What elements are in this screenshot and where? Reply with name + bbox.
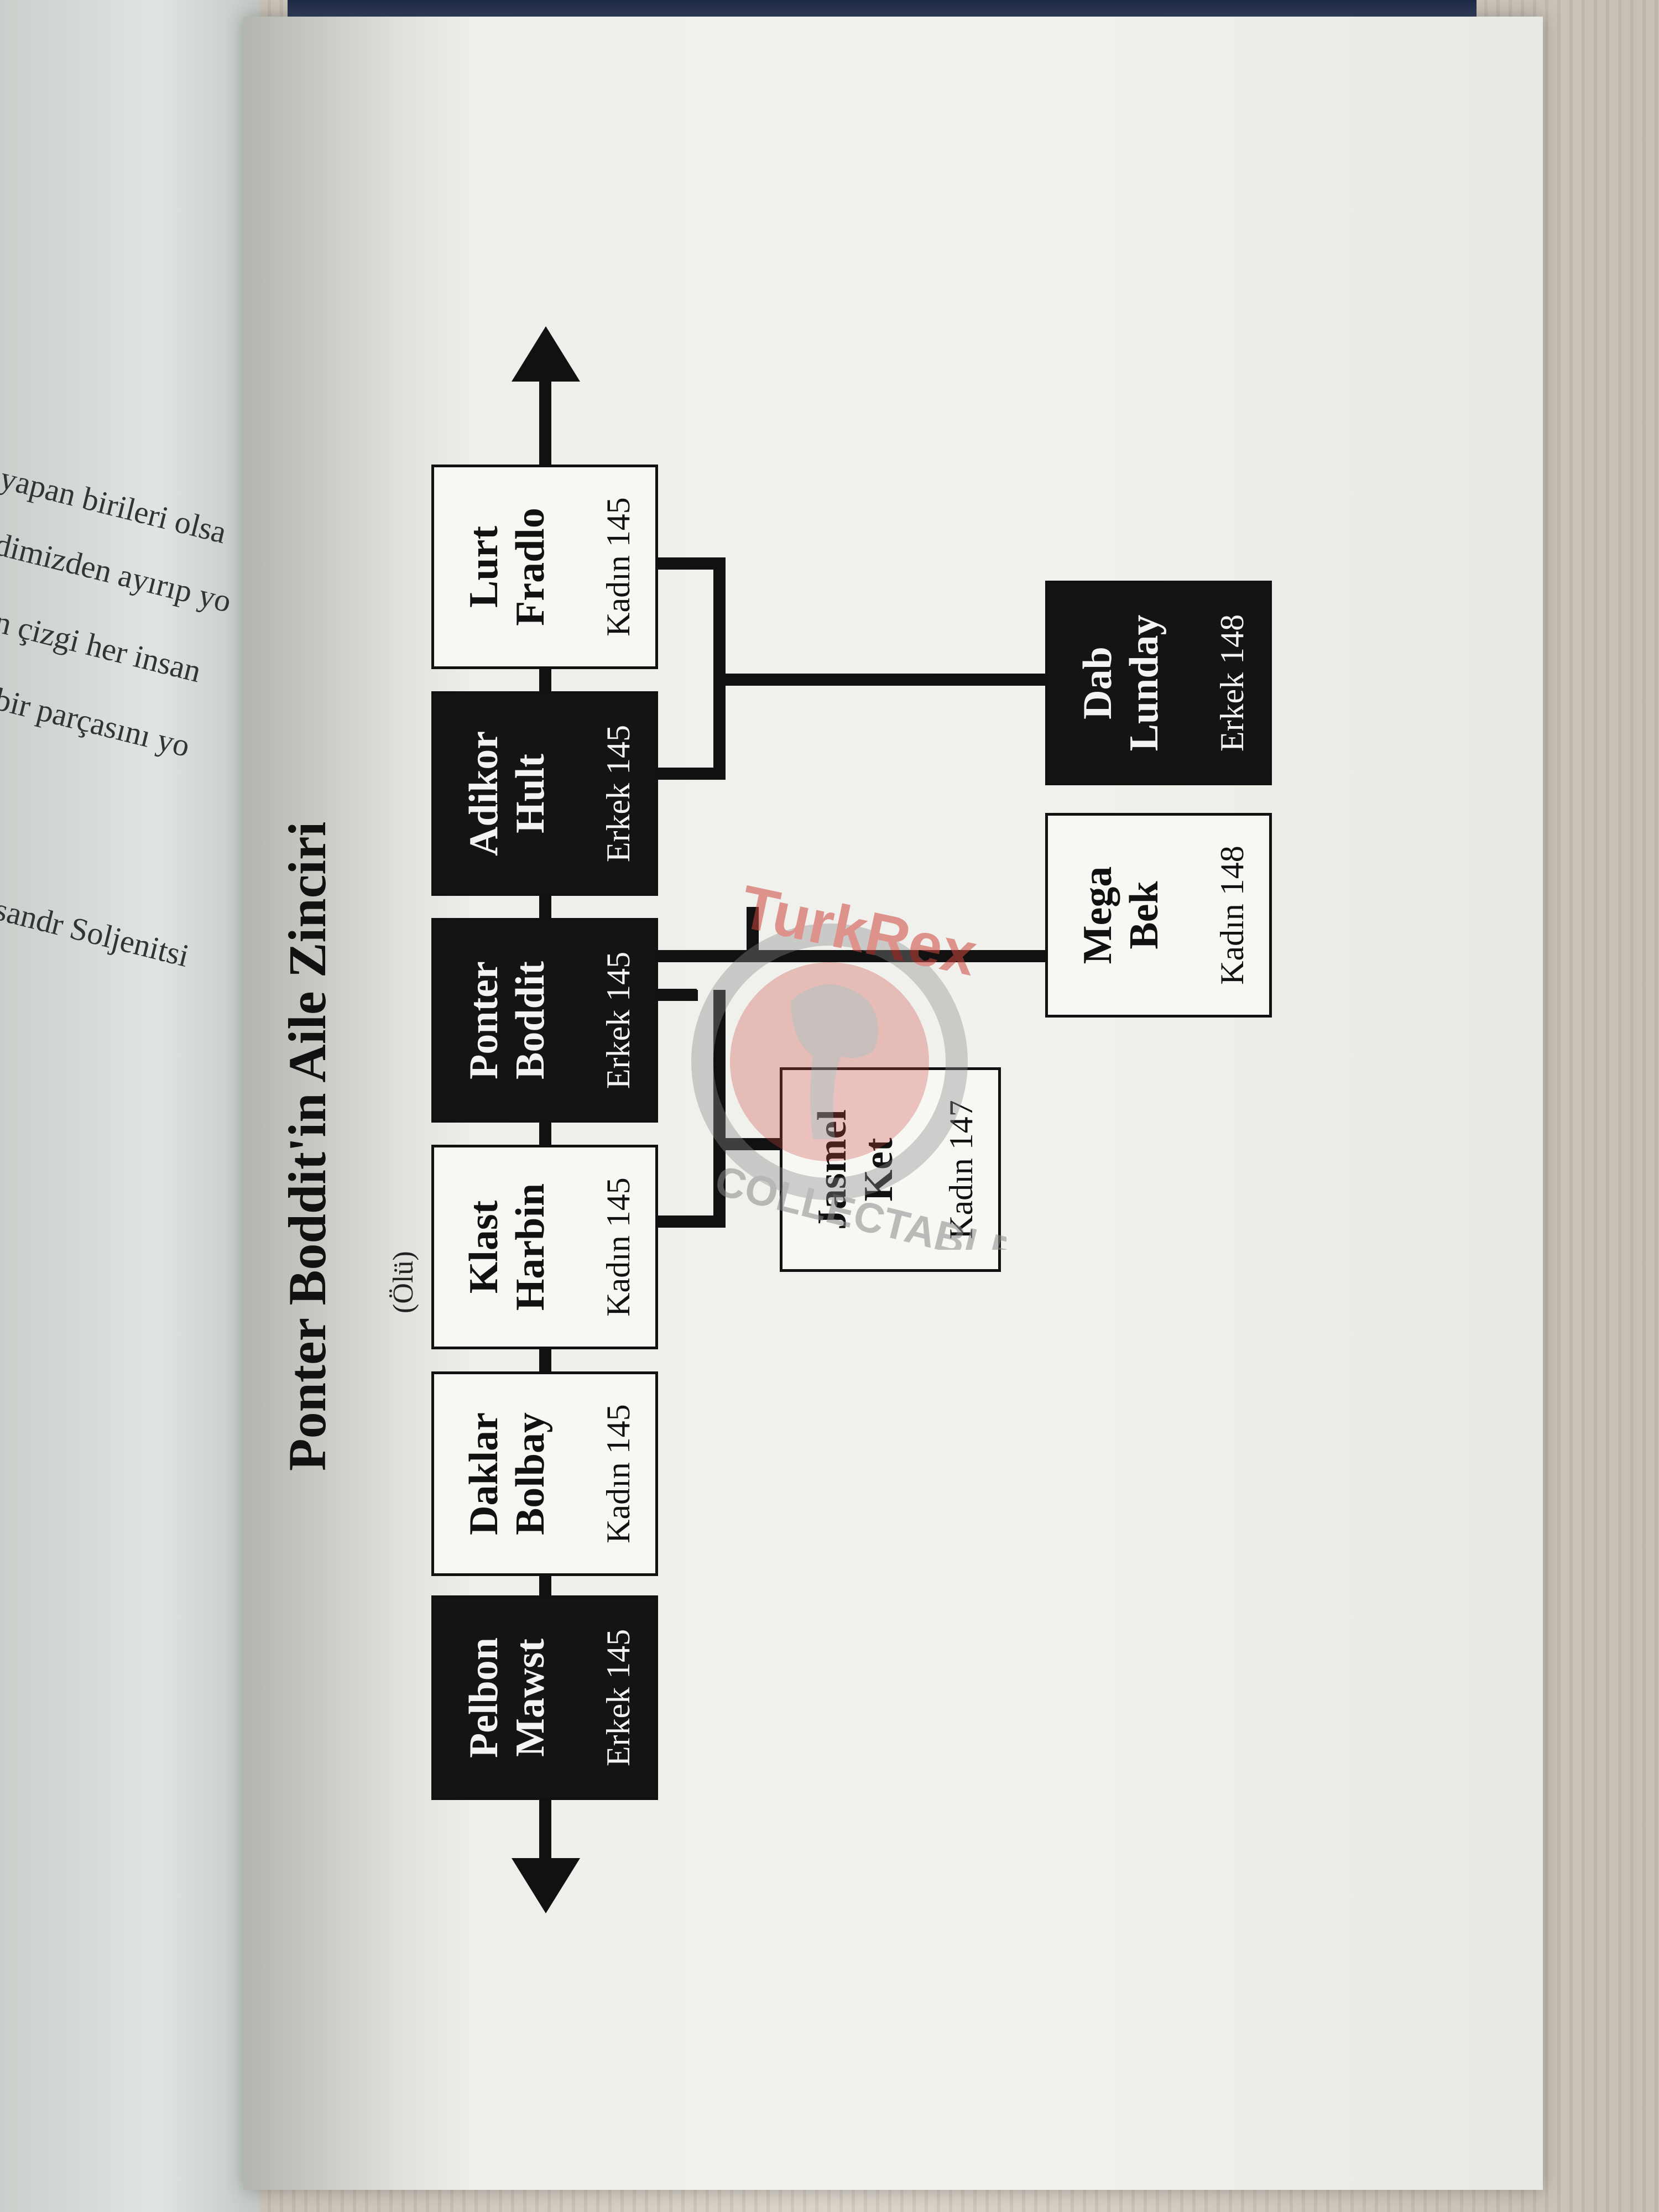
person-name: Daklar Bolbay — [461, 1412, 553, 1536]
connector-join-dab — [713, 674, 1045, 686]
person-name: Mega Bek — [1075, 866, 1167, 964]
left-page: yapan birileri olsa dimizden ayırıp yo n… — [0, 0, 260, 2212]
person-box-daklar-bolbay: Daklar Bolbay Kadın 145 — [431, 1371, 658, 1576]
person-name: Dab Lunday — [1075, 614, 1167, 752]
connector-mega-join — [747, 907, 759, 962]
person-box-klast-harbin: Klast Harbin Kadın 145 — [431, 1145, 658, 1349]
person-name: Pelbon Mawst — [461, 1637, 553, 1758]
person-info: Erkek 145 — [600, 1629, 637, 1767]
person-name: Lurt Fradlo — [461, 508, 553, 626]
connector-klast-ponter-join — [713, 990, 726, 1228]
arrow-left-icon — [512, 1858, 580, 1913]
person-info: Erkek 145 — [600, 724, 637, 863]
person-info: Kadın 145 — [600, 497, 637, 637]
person-name: Ponter Boddit — [461, 961, 553, 1079]
person-box-dab-lunday: Dab Lunday Erkek 148 — [1045, 581, 1272, 785]
dead-label: (Ölü) — [388, 1251, 419, 1313]
person-box-mega-bek: Mega Bek Kadın 148 — [1045, 813, 1272, 1018]
person-info: Kadın 145 — [600, 1404, 637, 1543]
person-box-ponter-boddit: Ponter Boddit Erkek 145 — [431, 918, 658, 1123]
person-name: Klast Harbin — [461, 1183, 553, 1311]
page-title: Ponter Boddit'in Aile Zinciri — [278, 821, 337, 1471]
arrow-right-icon — [512, 326, 580, 382]
person-box-adikor-hult: Adikor Hult Erkek 145 — [431, 691, 658, 896]
person-info: Erkek 145 — [600, 951, 637, 1089]
person-info: Erkek 148 — [1214, 614, 1250, 752]
connector-adikor-lurt-join — [713, 557, 726, 780]
left-page-line-4: bir parçasını yo — [0, 680, 194, 764]
person-name: Adikor Hult — [461, 731, 553, 857]
person-info: Kadın 145 — [600, 1177, 637, 1317]
connector-join-jasmel — [713, 1138, 780, 1150]
person-box-lurt-fradlo: Lurt Fradlo Kadın 145 — [431, 465, 658, 669]
family-chain-diagram: Ponter Boddit'in Aile Zinciri (Ölü) Pelb… — [260, 265, 1421, 1924]
left-page-line-3: n çizgi her insan — [0, 603, 205, 690]
person-info: Kadın 147 — [943, 1100, 979, 1239]
person-box-jasmel-ket: Jasmel Ket Kadın 147 — [780, 1067, 1001, 1272]
connector-ponter-mega — [658, 950, 1045, 962]
person-box-pelbon-mawst: Pelbon Mawst Erkek 145 — [431, 1595, 658, 1800]
person-info: Kadın 148 — [1214, 846, 1250, 985]
person-name: Jasmel Ket — [810, 1109, 901, 1230]
connector-ponter-right — [686, 990, 698, 1001]
left-page-line-5: sandr Soljenitsi — [0, 890, 193, 974]
